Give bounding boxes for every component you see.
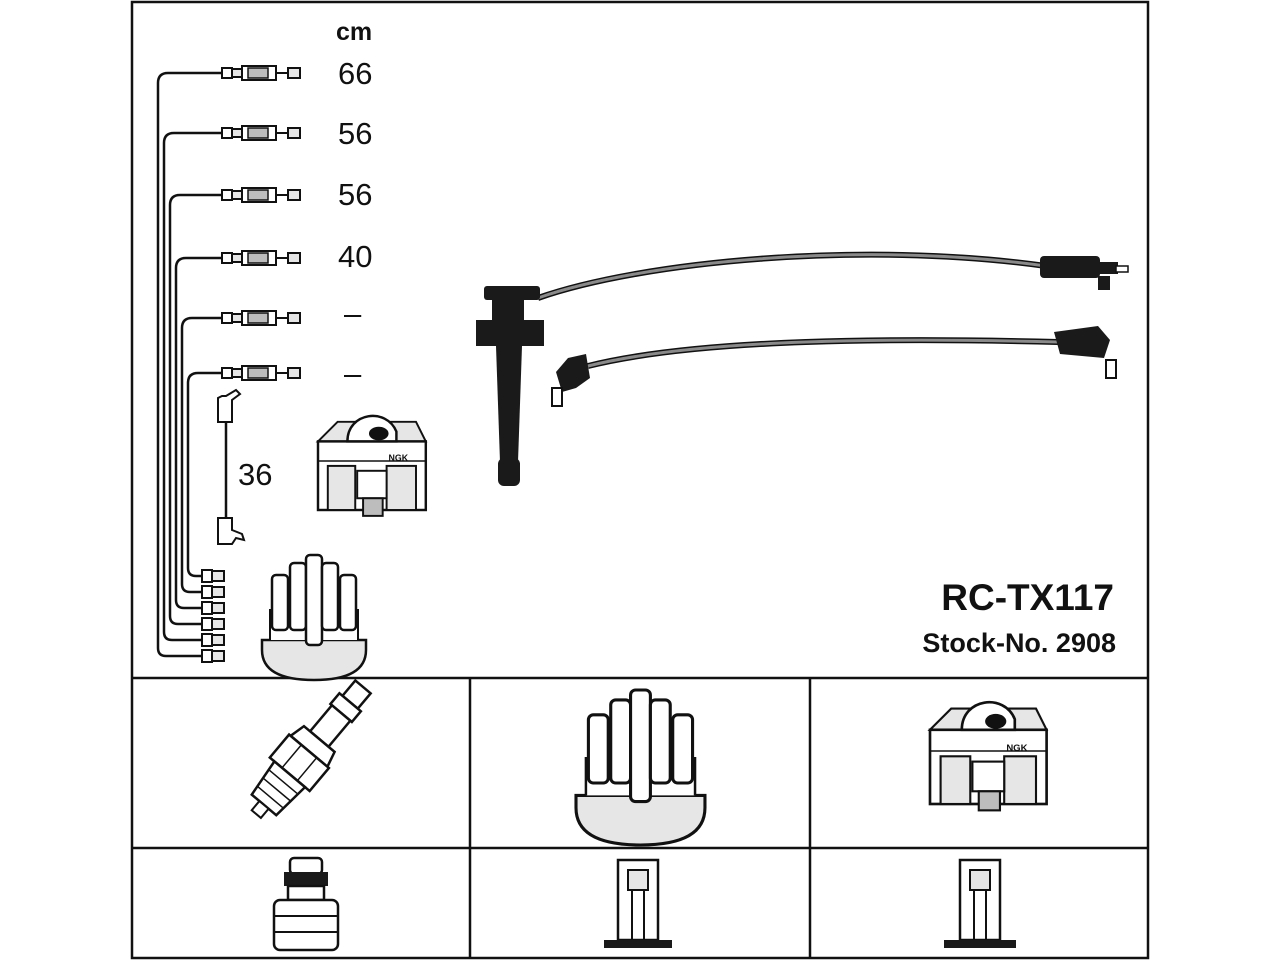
coil-lead xyxy=(217,388,246,545)
lead-bundle-wires xyxy=(156,71,222,658)
coil-lead-length-label: 36 xyxy=(238,457,272,492)
lead-length-label: 56 xyxy=(338,116,372,151)
spark-plug-panel xyxy=(250,678,373,820)
coil-terminal-panel xyxy=(944,858,1016,948)
lead-length-label: 56 xyxy=(338,177,372,212)
part-code: RC-TX117 xyxy=(941,577,1114,618)
lead-length-label: – xyxy=(344,356,362,391)
distributor-terminal-panel xyxy=(604,858,672,948)
stock-number: Stock-No. 2908 xyxy=(922,628,1116,658)
diagram-frame xyxy=(130,0,1150,960)
distributor-cap-panel xyxy=(574,688,707,847)
svg-text:NGK: NGK xyxy=(389,453,409,463)
lead-length-label: – xyxy=(344,296,362,331)
lead-length-label: 40 xyxy=(338,239,372,274)
lead-connectors xyxy=(221,65,301,381)
plug-terminal-panel xyxy=(272,856,340,952)
lead-length-labels: 66 56 56 40 – – xyxy=(338,56,372,391)
plug-leads-illustration xyxy=(476,251,1129,486)
distributor-cap-small xyxy=(260,553,368,682)
unit-label: cm xyxy=(336,18,372,46)
ignition-coil-small: NGK xyxy=(316,414,428,518)
lead-length-label: 66 xyxy=(338,56,372,91)
ignition-coil-panel: NGK xyxy=(928,700,1048,812)
svg-text:NGK: NGK xyxy=(1006,743,1027,754)
bundle-end-connectors xyxy=(201,569,225,663)
